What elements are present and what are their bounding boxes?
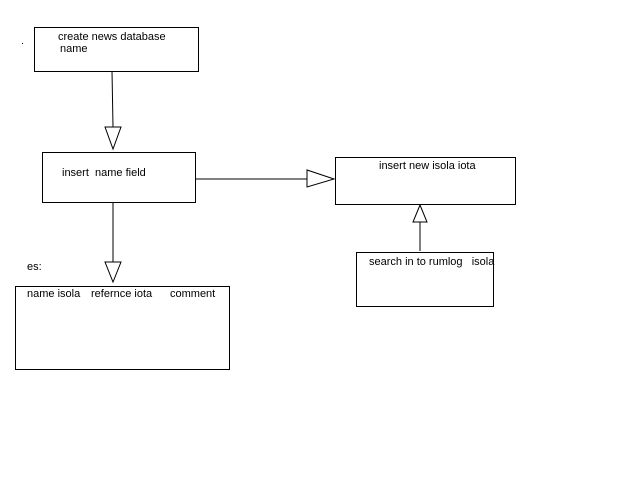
stray-dot	[22, 43, 23, 44]
node-insert-new-isola-iota-label: insert new isola iota	[379, 160, 476, 172]
node-insert-name-field-label: insert name field	[62, 167, 146, 179]
table-column-name-isola: name isola	[27, 288, 81, 300]
node-search-rumlog-isola-label: search in to rumlog isola	[369, 256, 495, 268]
arrowhead-hollow-triangle	[104, 261, 122, 284]
node-create-news-database-line1: create news database	[58, 31, 166, 43]
arrowhead-hollow-triangle	[412, 203, 428, 223]
node-insert-new-isola-iota[interactable]: insert new isola iota	[335, 157, 516, 205]
side-label: es:	[27, 261, 42, 273]
node-create-news-database[interactable]: create news database name	[34, 27, 199, 72]
arrowhead-hollow-triangle	[104, 126, 122, 151]
table-column-refernce-iota: refernce iota	[91, 288, 153, 300]
node-create-news-database-line2: name	[60, 43, 88, 55]
edge-create-db-to-insert-name	[111, 70, 114, 128]
node-insert-name-field[interactable]: insert name field	[42, 152, 196, 203]
arrowhead-hollow-triangle	[306, 169, 336, 188]
node-table[interactable]: name isola refernce iota comment	[15, 286, 230, 370]
table-column-comment: comment	[170, 288, 216, 300]
node-search-rumlog-isola[interactable]: search in to rumlog isola	[356, 252, 494, 307]
